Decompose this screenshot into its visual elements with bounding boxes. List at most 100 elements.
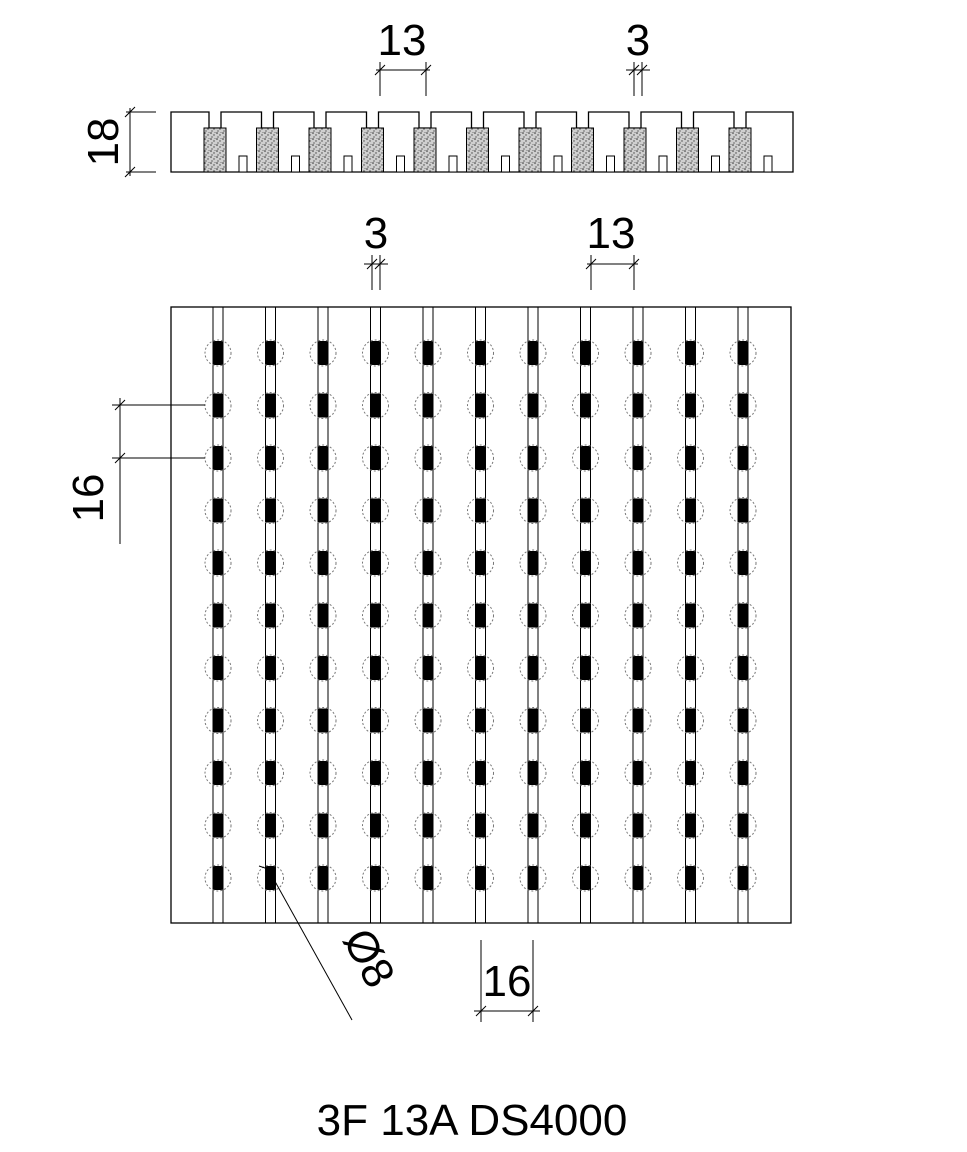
hole-slot [685,341,696,365]
hole-slot [423,866,433,890]
hole-outline [204,497,232,524]
section-pitch-label: 13 [378,16,427,65]
section-bar [623,127,647,173]
hole-slot [633,603,643,628]
hole-outline [519,654,547,682]
hole-slot [528,656,538,680]
hole-slot [423,341,433,365]
hole-slot [738,761,748,785]
section-profile [170,111,794,173]
hole-outline [309,654,337,682]
hole-outline [309,812,337,839]
hole-slot [528,603,538,628]
row-pitch-dimension: 16 [64,398,205,544]
hole-outline [572,864,599,892]
hole-slot [265,446,276,470]
height-dimension: 18 [79,106,156,178]
hole-slot [213,813,223,838]
hole-outline [414,392,442,419]
hole-slot [580,813,591,838]
plan-pitch-dimension: 13 [585,209,640,290]
hole-slot [685,761,696,785]
hole-outline [624,602,652,629]
hole-outline [467,602,494,629]
section-step [711,155,720,173]
hole-slot [633,446,643,470]
hole-diameter-label: Ø8 [333,921,404,996]
hole-outline [204,654,232,682]
hole-slot [318,551,328,575]
hole-slot [265,498,276,523]
hole-slot [318,603,328,628]
hole-outline [362,707,389,734]
col-pitch-dimension: 16 [474,940,540,1022]
hole-outline [362,339,389,367]
hole-outline [414,864,442,892]
hole-outline [257,654,284,682]
hole-outline [362,497,389,524]
hole-outline [519,339,547,367]
hole-outline [572,707,599,734]
hole-slot [213,866,223,890]
hole-slot [580,393,591,418]
hole-slot [633,866,643,890]
hole-slot [370,393,381,418]
section-gap-label: 3 [626,16,650,65]
hole-outline [624,707,652,734]
hole-slot [528,393,538,418]
hole-outline [624,339,652,367]
hole-slot [738,603,748,628]
hole-outline [257,497,284,524]
hole-slot [423,761,433,785]
hole-outline [519,602,547,629]
section-step [238,155,248,173]
hole-outline [467,549,494,577]
hole-slot [265,656,276,680]
hole-slot [685,603,696,628]
hole-slot [318,866,328,890]
hole-slot [528,708,538,733]
col-pitch-label: 16 [483,957,532,1006]
hole-slot [370,603,381,628]
hole-outline [414,497,442,524]
hole-outline [414,549,442,577]
hole-slot [370,446,381,470]
hole-slot [528,866,538,890]
hole-slot [633,708,643,733]
hole-outline [362,812,389,839]
hole-slot [580,603,591,628]
hole-outline [624,497,652,524]
hole-outline [677,707,704,734]
hole-outline [729,654,757,682]
section-step [658,155,668,173]
hole-outline [362,759,389,787]
section-bar [676,127,699,173]
hole-slot [633,393,643,418]
hole-slot [370,551,381,575]
hole-slot [423,551,433,575]
hole-slot [265,761,276,785]
hole-outline [572,812,599,839]
hole-slot [423,813,433,838]
hole-outline [309,759,337,787]
hole-slot [475,393,486,418]
hole-outline [519,759,547,787]
hole-slot [475,813,486,838]
plan-view: 3 13 16 16 [64,209,792,1022]
section-bar [571,127,594,173]
hole-slot [738,551,748,575]
section-step [501,155,510,173]
hole-slot [528,341,538,365]
hole-slot [213,341,223,365]
hole-slot [213,656,223,680]
hole-slot [423,708,433,733]
hole-slot [318,761,328,785]
hole-outline [677,759,704,787]
hole-outline [362,602,389,629]
hole-outline [309,392,337,419]
hole-slot [685,813,696,838]
section-step [291,155,300,173]
hole-slot [475,656,486,680]
hole-outline [414,444,442,472]
hole-outline [257,549,284,577]
